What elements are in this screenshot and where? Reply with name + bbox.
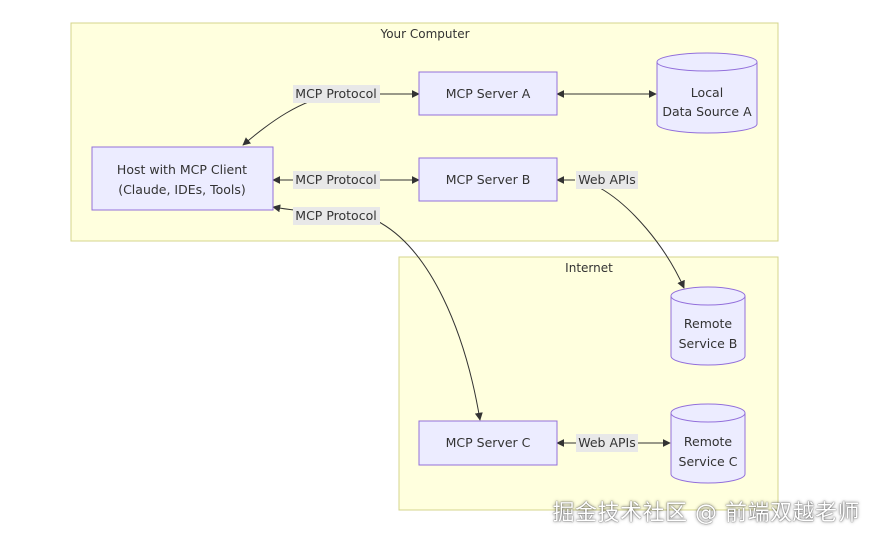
node-remote-c-line1: Remote	[684, 434, 733, 449]
edge-label-server-c-remote-c: Web APIs	[576, 434, 638, 452]
node-remote-b-line1: Remote	[684, 316, 733, 331]
edge-label-host-server-b-text: MCP Protocol	[295, 172, 376, 187]
node-remote-service-b: Remote Service B	[670, 286, 746, 366]
node-server-a: MCP Server A	[418, 71, 558, 116]
edge-label-server-b-remote-b-text: Web APIs	[578, 172, 636, 187]
node-server-c-label: MCP Server C	[446, 435, 531, 450]
node-local-data-line1: Local	[691, 85, 723, 100]
node-server-b: MCP Server B	[418, 157, 558, 202]
cluster-title-your-computer: Your Computer	[379, 27, 469, 41]
edge-label-server-b-remote-b: Web APIs	[576, 171, 638, 189]
edge-label-server-c-remote-c-text: Web APIs	[578, 435, 636, 450]
node-remote-b-line2: Service B	[679, 336, 738, 351]
node-remote-c-line2: Service C	[679, 454, 738, 469]
node-host-line1: Host with MCP Client	[117, 162, 247, 177]
node-server-b-label: MCP Server B	[446, 172, 531, 187]
edge-label-host-server-a: MCP Protocol	[293, 85, 380, 103]
node-server-a-label: MCP Server A	[446, 86, 531, 101]
node-local-data-line2: Data Source A	[662, 104, 752, 119]
edge-label-host-server-a-text: MCP Protocol	[295, 86, 376, 101]
node-server-c: MCP Server C	[418, 420, 558, 466]
edge-label-host-server-c: MCP Protocol	[293, 207, 380, 225]
edge-label-host-server-b: MCP Protocol	[293, 171, 380, 189]
watermark: 掘金技术社区 @ 前端双越老师	[552, 501, 860, 526]
node-local-data-source-a: Local Data Source A	[656, 52, 758, 134]
edge-server-b-remote-b-curve	[599, 187, 685, 289]
node-host-line2: (Claude, IDEs, Tools)	[118, 182, 246, 197]
edge-label-host-server-c-text: MCP Protocol	[295, 208, 376, 223]
cluster-title-internet: Internet	[565, 261, 613, 275]
node-host: Host with MCP Client (Claude, IDEs, Tool…	[91, 146, 274, 211]
node-remote-service-c: Remote Service C	[670, 403, 746, 484]
